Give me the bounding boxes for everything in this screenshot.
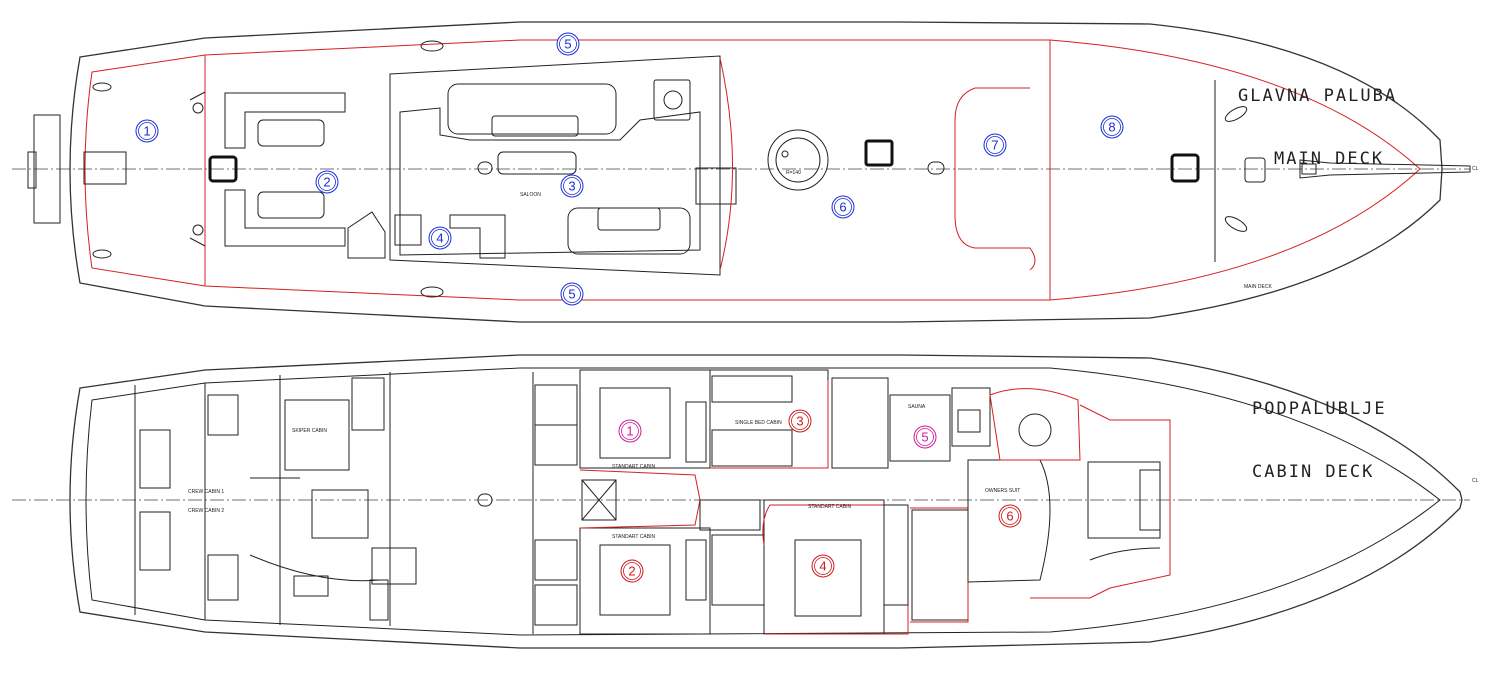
cabin-deck-marker-3: 3 — [788, 409, 812, 433]
crew-area — [134, 372, 417, 626]
guest-cabins — [534, 369, 969, 635]
saloon-sofa-lower — [567, 207, 691, 255]
cabin-label-3: SINGLE BED CABIN — [735, 420, 782, 426]
saloon-sofa-mid — [497, 151, 577, 175]
main-deck-markers: 1 2 3 4 5 5 6 7 8 — [135, 32, 1124, 306]
stern-ladder — [27, 151, 37, 189]
cabin-deck-marker-2: 2 — [620, 559, 644, 583]
cabin-deck-marker-label: 5 — [921, 430, 928, 445]
main-deck-marker-label: 3 — [568, 179, 575, 194]
galley-unit — [394, 214, 422, 246]
saloon-deckhouse — [389, 55, 721, 276]
boarding-platform — [33, 114, 61, 224]
sauna-stove — [957, 409, 981, 433]
main-deck-marker-9: 8 — [1100, 115, 1124, 139]
cleats — [92, 40, 1248, 298]
crew-label-2: CREW CABIN 2 — [188, 508, 224, 514]
fore-mast — [1170, 153, 1200, 183]
cabin-label-6: OWNERS SUIT — [985, 488, 1020, 494]
main-deck-marker-8: 7 — [983, 133, 1007, 157]
main-deck-marker-label: 5 — [564, 37, 571, 52]
helm-wheel — [663, 90, 683, 110]
sauna-bench — [951, 387, 991, 447]
main-deck-title-en: MAIN DECK — [1274, 149, 1385, 169]
cabin-deck-title: PODPALUBLJE CABIN DECK — [1252, 357, 1387, 504]
mid-deck-outline — [719, 57, 733, 271]
anchor-windlass — [1244, 157, 1266, 183]
cabin-deck-title-en: CABIN DECK — [1252, 462, 1375, 482]
forward-sunbed-outline — [954, 87, 1036, 271]
cabin-deck-marker-label: 4 — [819, 559, 826, 574]
crew-label-1: CREW CABIN 1 — [188, 489, 224, 495]
cabin-deck-marker-5: 5 — [913, 425, 937, 449]
main-deck-marker-1: 1 — [135, 119, 159, 143]
round-table-label: R=140 — [786, 170, 801, 176]
deck-hatch — [477, 161, 493, 175]
bowsprit — [1299, 159, 1471, 179]
round-table — [767, 129, 829, 191]
main-deck-marker-4: 4 — [428, 226, 452, 250]
aft-cockpit — [189, 91, 346, 247]
main-mast — [208, 155, 238, 183]
saloon-table-upper — [491, 115, 579, 137]
saloon-sofa-upper — [447, 83, 617, 135]
main-deck-hull — [69, 21, 1443, 323]
cabin-label-2: STANDART CABIN — [612, 534, 655, 540]
crew-label-3: SKIPER CABIN — [292, 428, 327, 434]
main-deck-cl-label: CL — [1472, 166, 1479, 172]
galley-counter — [449, 214, 506, 259]
bow-fitting — [1301, 163, 1317, 175]
cabin-label-5: SAUNA — [908, 404, 926, 410]
companionway-stairs — [347, 211, 386, 259]
main-deck-marker-3: 3 — [560, 174, 584, 198]
cabin-deck-marker-label: 6 — [1006, 509, 1013, 524]
main-deck-marker-7: 6 — [831, 195, 855, 219]
cabin-deck-markers: 1 2 3 4 5 6 — [618, 409, 1022, 583]
main-deck-title: GLAVNA PALUBA MAIN DECK — [1238, 44, 1397, 191]
cabin-label-4: STANDART CABIN — [808, 504, 851, 510]
cabin-deck-marker-4: 4 — [811, 554, 835, 578]
cabin-deck-inner — [85, 367, 1441, 636]
main-deck-marker-label: 1 — [143, 124, 150, 139]
main-deck-marker-label: 8 — [1108, 120, 1115, 135]
sauna-room — [889, 394, 951, 462]
main-deck-marker-2: 2 — [315, 170, 339, 194]
sun-pad — [83, 151, 127, 185]
main-deck-inner-outline — [84, 39, 1421, 301]
cabin-deck-marker-label: 2 — [628, 564, 635, 579]
main-deck-marker-label: 2 — [323, 175, 330, 190]
cabin-deck-marker-1: 1 — [618, 419, 642, 443]
cabin-deck-marker-label: 1 — [626, 424, 633, 439]
main-deck-marker-6: 5 — [560, 282, 584, 306]
main-deck-marker-label: 7 — [991, 138, 998, 153]
round-table-inner — [775, 137, 821, 183]
cabin-deck-hull — [69, 354, 1463, 649]
owners-suite — [967, 388, 1171, 599]
main-deck-marker-5: 5 — [556, 32, 580, 56]
cabin-deck-cl-label: CL — [1472, 478, 1479, 484]
saloon-label: SALOON — [520, 192, 541, 198]
cabin-deck-title-local: PODPALUBLJE — [1252, 399, 1387, 419]
main-deck: SALOON R=140 MAIN DECK CL 1 2 3 4 5 5 6 7 8 — [12, 21, 1479, 323]
main-deck-title-local: GLAVNA PALUBA — [1238, 86, 1398, 106]
helm-station — [653, 79, 691, 121]
main-deck-marker-label: 4 — [436, 231, 443, 246]
cabin-deck-marker-6: 6 — [998, 504, 1022, 528]
deck-hatch — [477, 493, 493, 507]
cabin-label-1: STANDART CABIN — [612, 464, 655, 470]
main-deck-marker-label: 6 — [839, 200, 846, 215]
cabin-deck-marker-label: 3 — [796, 414, 803, 429]
main-deck-footnote: MAIN DECK — [1244, 284, 1272, 290]
main-deck-marker-label: 5 — [568, 287, 575, 302]
round-table-post — [781, 150, 789, 158]
mizzen-mast — [864, 139, 894, 167]
cabin-deck: CL STANDART CABIN STANDART CABIN SINGLE … — [12, 354, 1479, 649]
saloon-stairs — [695, 167, 737, 205]
saloon-table-lower — [597, 207, 661, 231]
deck-hatch — [927, 161, 945, 175]
